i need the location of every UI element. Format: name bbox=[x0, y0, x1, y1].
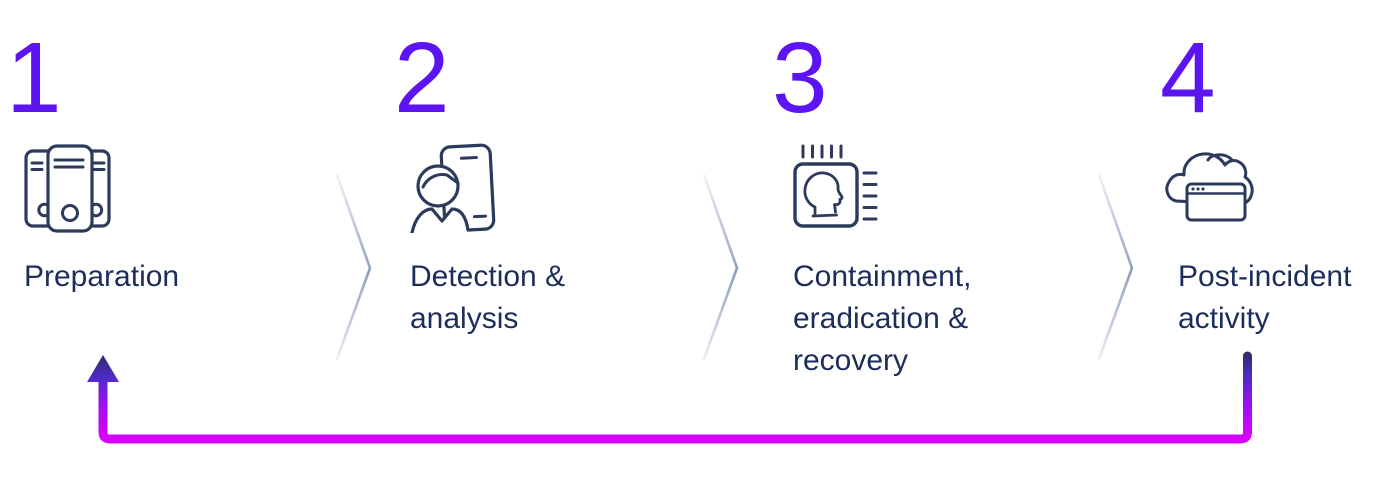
step-label-4-line-1: Post-incident bbox=[1178, 260, 1352, 293]
arrowhead-icon bbox=[87, 355, 119, 382]
chevron-separator-icon bbox=[335, 173, 372, 361]
ai-chip-icon bbox=[793, 144, 878, 228]
step-label-3: Containment, eradication & recovery bbox=[793, 256, 971, 382]
chevron-separator-icon bbox=[1097, 173, 1134, 361]
servers-icon bbox=[24, 144, 111, 233]
step-label-3-line-1: Containment, bbox=[793, 260, 972, 293]
feedback-loop-arrow bbox=[87, 351, 1252, 444]
step-label-4: Post-incident activity bbox=[1178, 256, 1351, 340]
person-phone-icon bbox=[410, 143, 496, 233]
step-label-2: Detection & analysis bbox=[410, 256, 565, 340]
step-label-4-line-2: activity bbox=[1178, 302, 1270, 335]
chevron-separator-icon bbox=[702, 173, 739, 361]
step-number-4: 4 bbox=[1160, 22, 1216, 134]
step-label-2-line-2: analysis bbox=[410, 302, 519, 335]
step-number-3: 3 bbox=[772, 22, 828, 134]
step-label-3-line-3: recovery bbox=[793, 344, 909, 377]
step-label-1-line-1: Preparation bbox=[24, 260, 180, 293]
step-label-3-line-2: eradication & bbox=[793, 302, 969, 335]
step-label-2-line-1: Detection & bbox=[410, 260, 566, 293]
cloud-browser-icon bbox=[1165, 152, 1254, 222]
step-label-1: Preparation bbox=[24, 256, 179, 298]
step-number-1: 1 bbox=[6, 22, 62, 134]
step-number-2: 2 bbox=[394, 22, 450, 134]
